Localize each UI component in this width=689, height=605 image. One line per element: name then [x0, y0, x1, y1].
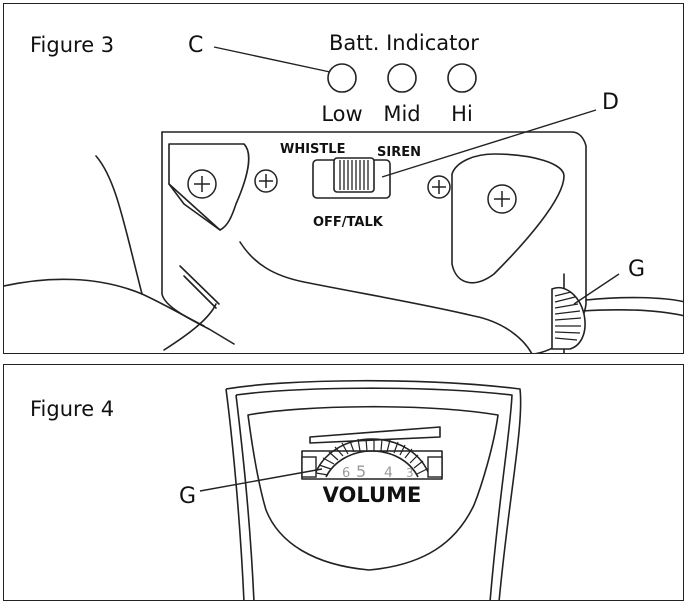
figure-3-title: Figure 3 [30, 33, 114, 57]
right-large-screw [487, 184, 517, 214]
battery-led-hi [447, 63, 477, 93]
callout-label-g-fig4: G [179, 484, 196, 509]
left-large-screw [187, 169, 217, 199]
mode-switch[interactable] [312, 157, 391, 199]
dial-number-4: 4 [384, 465, 393, 481]
battery-led-low [327, 63, 357, 93]
right-screw-pocket [451, 153, 565, 284]
battery-led-mid [387, 63, 417, 93]
battery-indicator-title: Batt. Indicator [329, 31, 479, 55]
switch-label-whistle: WHISTLE [280, 142, 345, 157]
callout-label-g: G [628, 257, 645, 282]
figure-4-title: Figure 4 [30, 397, 114, 421]
figure-4-panel: 6 5 4 3 Figure 4 G VOLUME [3, 364, 684, 601]
volume-dial[interactable] [301, 438, 443, 478]
dial-number-3: 3 [406, 466, 414, 480]
callout-line-g-fig4 [199, 468, 323, 492]
callout-line-g [573, 273, 620, 305]
battery-level-hi-label: Hi [451, 102, 473, 126]
volume-window [247, 405, 499, 571]
figure-4-diagram: 6 5 4 3 Figure 4 G VOLUME [30, 379, 522, 600]
dial-number-6: 6 [342, 466, 350, 481]
left-small-screw [254, 169, 278, 193]
housing-left-side [161, 131, 235, 345]
figure-3-panel: Figure 3 C Batt. Indicator Low Mid Hi D … [3, 3, 684, 354]
battery-level-mid-label: Mid [383, 102, 420, 126]
callout-line-c [213, 46, 331, 73]
switch-label-siren: SIREN [377, 145, 421, 160]
volume-wheel-side[interactable] [551, 287, 586, 350]
body-left-curve [95, 155, 143, 295]
dial-number-5: 5 [356, 462, 366, 481]
figure-3-diagram: Figure 3 C Batt. Indicator Low Mid Hi D … [4, 31, 683, 353]
right-small-screw [427, 175, 451, 199]
housing-lower-curve [239, 241, 533, 353]
callout-label-c: C [188, 33, 203, 58]
housing-outer-left [225, 388, 245, 600]
volume-label: VOLUME [323, 483, 422, 507]
housing-outer-right [225, 379, 522, 600]
callout-label-d: D [602, 90, 619, 115]
switch-label-off-talk: OFF/TALK [313, 215, 384, 230]
callout-line-d [381, 109, 597, 178]
left-screw-pocket [168, 143, 250, 231]
battery-level-low-label: Low [321, 102, 362, 126]
body-left-edge [4, 278, 143, 295]
